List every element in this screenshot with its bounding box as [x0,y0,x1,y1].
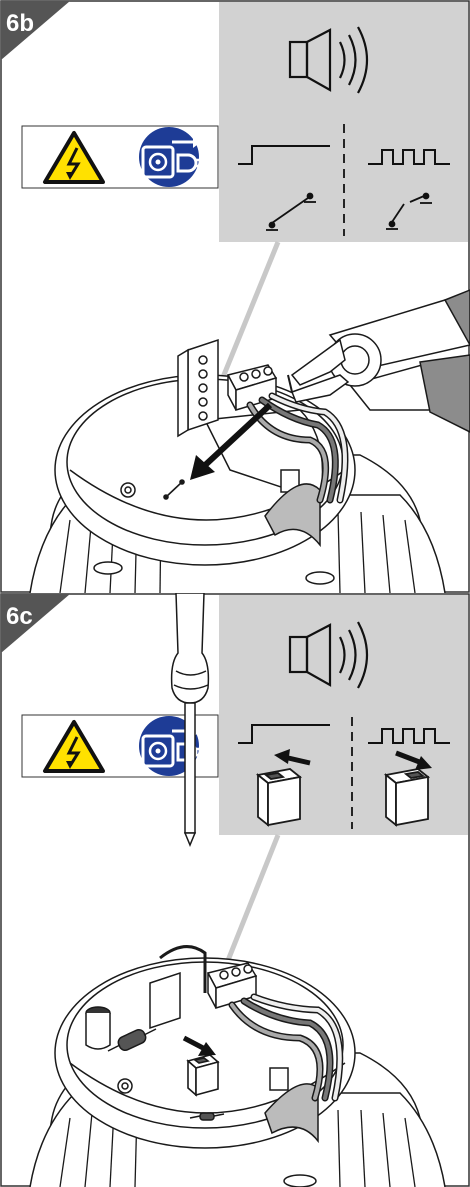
tone-selection-callout [219,595,468,835]
circuit-board-strip [177,338,219,438]
tone-selection-callout [219,2,468,242]
wire-link [163,479,185,500]
step-tab [1,594,70,653]
side-cutter-pliers [287,289,470,433]
screwdriver [170,593,210,847]
high-voltage-warning-icon [43,131,105,184]
terminal-block [226,364,278,412]
beacon-housing [29,374,446,593]
continuous-tone-icon [238,724,330,744]
step-6c-illustration: 6c [0,593,470,1187]
wire-harness [246,392,349,504]
cut-direction-arrow [190,402,273,480]
step-6b-panel: 6b [0,0,470,593]
step-6c-panel: 6c [0,593,470,1187]
high-voltage-warning-icon [43,720,105,773]
terminal-block [206,962,258,1010]
open-link-symbol [386,192,432,230]
jumper-left-position [255,749,311,827]
circuit-components [85,945,225,1121]
jumper-right-position [383,750,432,827]
step-label: 6b [6,10,34,37]
jumper-direction-arrow [182,1035,216,1056]
continuous-tone-icon [238,145,330,165]
board-jumper [186,1054,220,1097]
speaker-icon [288,26,368,94]
speaker-icon [288,621,368,689]
disconnect-power-icon [139,127,201,187]
wire-harness [228,993,344,1102]
step-label: 6c [6,603,33,630]
pulsed-tone-icon [368,149,450,165]
pulsed-tone-icon [368,728,450,744]
step-6b-illustration: 6b [0,0,470,593]
safety-signs-box [21,125,219,189]
step-tab [1,1,70,60]
closed-link-symbol [266,192,316,231]
